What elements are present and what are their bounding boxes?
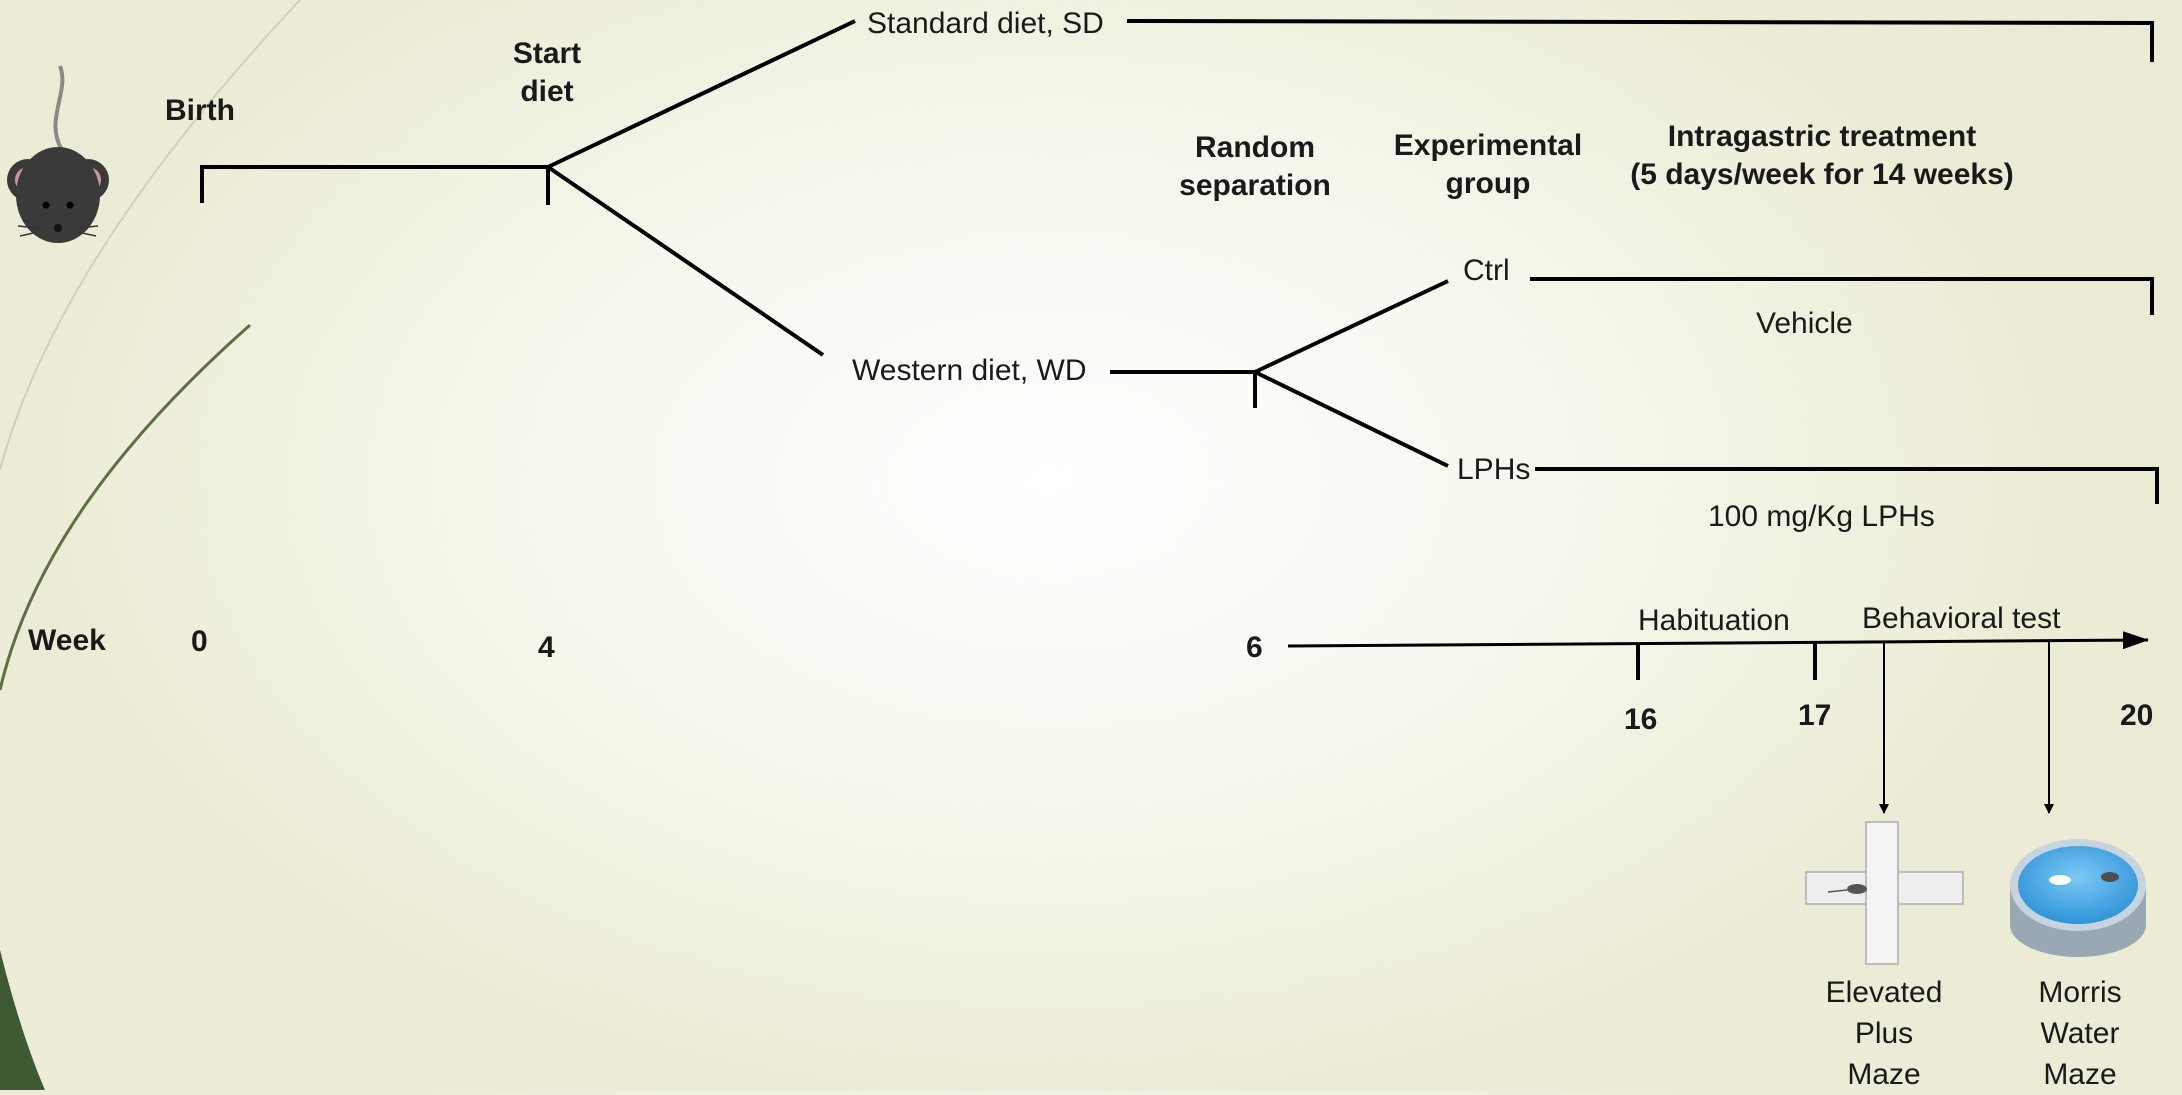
week-6-label: 6 [1246, 631, 1263, 664]
habituation-label: Habituation [1638, 604, 1790, 637]
epm-line2: Plus [1854, 1017, 1914, 1050]
intragastric-treatment-line2: (5 days/week for 14 weeks) [1630, 157, 2014, 191]
lphs-group-label: LPHs [1457, 453, 1531, 486]
birth-label: Birth [165, 94, 235, 127]
intragastric-treatment-label: Intragastric treatment (5 days/week for … [1630, 118, 2014, 193]
ctrl-group-label: Ctrl [1463, 254, 1510, 287]
decorative-swoosh [0, 0, 301, 1090]
week-20-label: 20 [2120, 699, 2154, 732]
intragastric-treatment-line1: Intragastric treatment [1667, 120, 1977, 153]
vehicle-treatment-label: Vehicle [1756, 307, 1853, 340]
epm-line1: Elevated [1825, 976, 1943, 1009]
ctrl-treatment-bracket [1530, 277, 2154, 315]
timeline-arrow [1287, 631, 2149, 650]
elevated-plus-maze-label: Elevated Plus Maze [1826, 972, 1943, 1095]
mouse-icon [7, 65, 109, 243]
branch-to-lphs [1254, 370, 1449, 468]
week-0-label: 0 [191, 625, 208, 658]
branch-to-wd [546, 165, 825, 357]
week-axis-label: Week [28, 624, 106, 657]
morris-water-maze-label: Morris Water Maze [2038, 972, 2121, 1095]
elevated-plus-maze-icon [1805, 821, 1964, 965]
epm-line3: Maze [1847, 1058, 1921, 1091]
mwm-line2: Water [2040, 1017, 2120, 1050]
branch-to-ctrl [1254, 279, 1449, 374]
western-diet-label: Western diet, WD [852, 354, 1087, 387]
week-4-label: 4 [538, 631, 555, 664]
start-diet-label-line1: Start [512, 37, 582, 70]
sd-duration-bracket [1126, 19, 2154, 62]
mwm-line3: Maze [2043, 1058, 2117, 1091]
morris-water-maze-icon [2010, 839, 2146, 957]
experimental-group-line1: Experimental [1393, 129, 1583, 162]
experimental-group-label: Experimental group [1394, 127, 1582, 202]
week-16-label: 16 [1624, 703, 1658, 736]
start-diet-label-line2: diet [520, 74, 574, 108]
random-separation-line1: Random [1195, 131, 1315, 164]
behavioral-test-label: Behavioral test [1862, 602, 2061, 635]
week-17-label: 17 [1798, 699, 1832, 732]
experimental-group-line2: group [1445, 166, 1531, 200]
branch-to-sd [547, 19, 856, 169]
mwm-line1: Morris [2038, 976, 2122, 1009]
lphs-treatment-bracket [1535, 467, 2159, 504]
random-separation-line2: separation [1179, 168, 1331, 202]
lphs-dose-label: 100 mg/Kg LPHs [1708, 500, 1935, 533]
standard-diet-label: Standard diet, SD [867, 7, 1104, 40]
random-separation-label: Random separation [1179, 129, 1331, 204]
start-diet-label: Start diet [513, 35, 581, 110]
